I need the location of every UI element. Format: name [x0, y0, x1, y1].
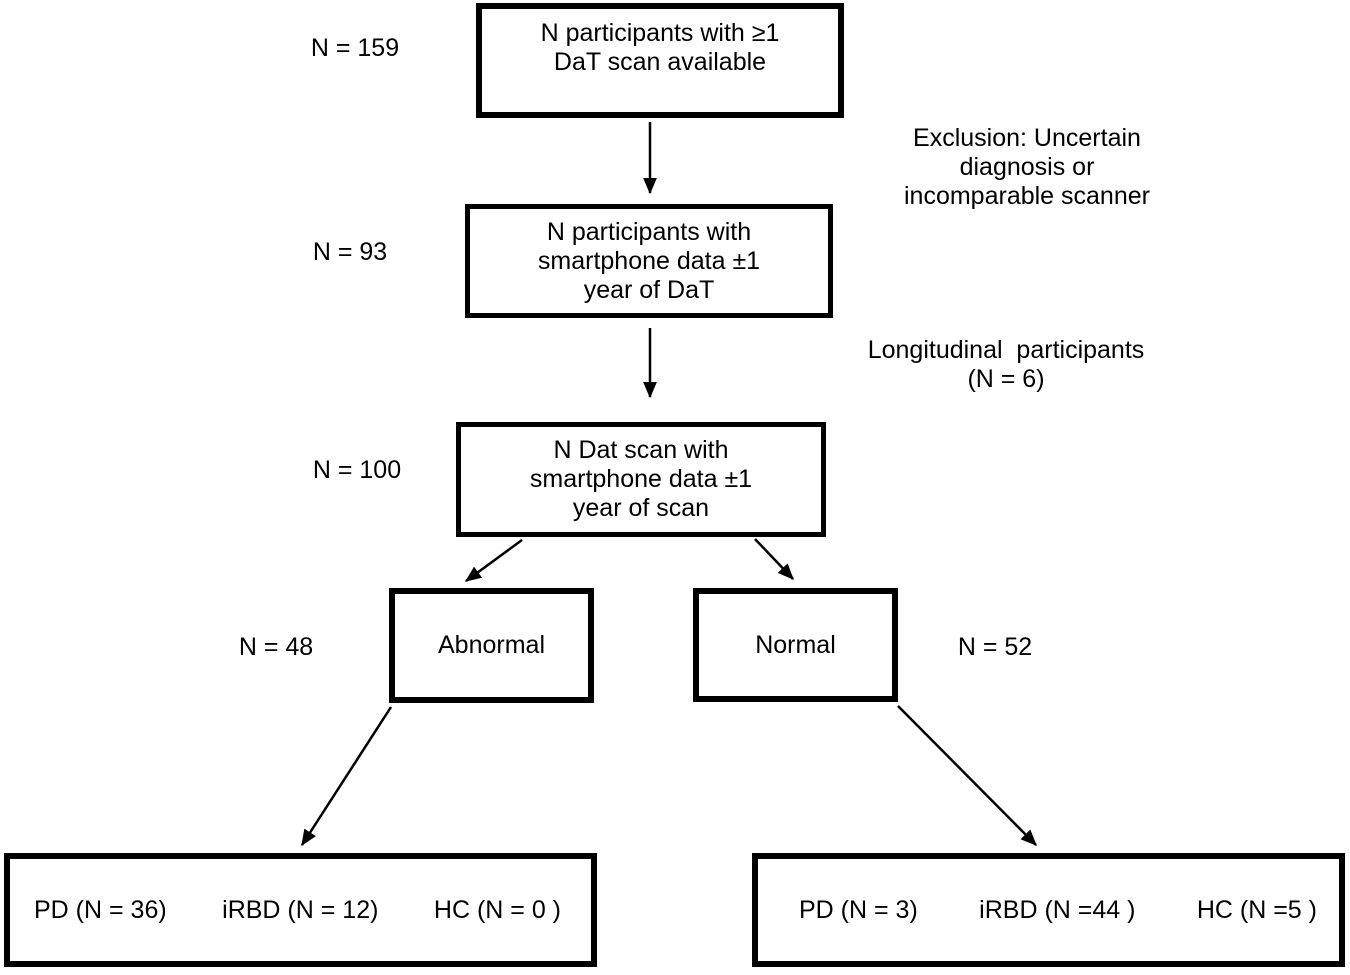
normal-irbd-count: iRBD (N =44 ): [979, 895, 1136, 924]
abnormal-pd-count: PD (N = 36): [34, 895, 167, 924]
normal-hc-count: HC (N =5 ): [1196, 895, 1317, 924]
count-abnormal: N = 48: [238, 633, 314, 661]
abnormal-hc-count: HC (N = 0 ): [433, 895, 561, 924]
arrow-datscan-to-abnormal-icon: [464, 538, 523, 583]
count-dat-scans: N = 100: [312, 456, 402, 484]
longitudinal-annotation: Longitudinal participants (N = 6): [867, 336, 1145, 393]
abnormal-irbd-count: iRBD (N = 12): [222, 895, 379, 924]
node-dat-scans-with-smartphone: N Dat scan with smartphone data ±1 year …: [456, 422, 826, 537]
arrow-abnormal-to-breakdown-icon: [300, 706, 393, 847]
node-dat-scan-available-label: N participants with ≥1 DaT scan availabl…: [540, 19, 780, 76]
normal-pd-count: PD (N = 3): [799, 895, 918, 924]
node-smartphone-participants-label: N participants with smartphone data ±1 y…: [537, 217, 761, 304]
count-normal: N = 52: [957, 633, 1033, 661]
node-abnormal: Abnormal: [389, 588, 594, 703]
node-smartphone-participants: N participants with smartphone data ±1 y…: [465, 204, 833, 318]
count-dat-available: N = 159: [310, 34, 400, 62]
count-smartphone-participants: N = 93: [312, 238, 388, 266]
node-normal-breakdown: PD (N = 3) iRBD (N =44 ) HC (N =5 ): [752, 853, 1345, 967]
node-abnormal-breakdown: PD (N = 36) iRBD (N = 12) HC (N = 0 ): [4, 853, 597, 967]
node-dat-scans-with-smartphone-label: N Dat scan with smartphone data ±1 year …: [529, 436, 753, 522]
exclusion-annotation: Exclusion: Uncertain diagnosis or incomp…: [904, 124, 1150, 210]
node-abnormal-label: Abnormal: [438, 631, 545, 659]
node-dat-scan-available: N participants with ≥1 DaT scan availabl…: [476, 3, 844, 118]
node-normal-label: Normal: [755, 630, 836, 659]
arrow-datscan-to-normal-icon: [754, 538, 794, 580]
arrow-normal-to-breakdown-icon: [897, 705, 1037, 846]
node-normal: Normal: [693, 588, 898, 702]
